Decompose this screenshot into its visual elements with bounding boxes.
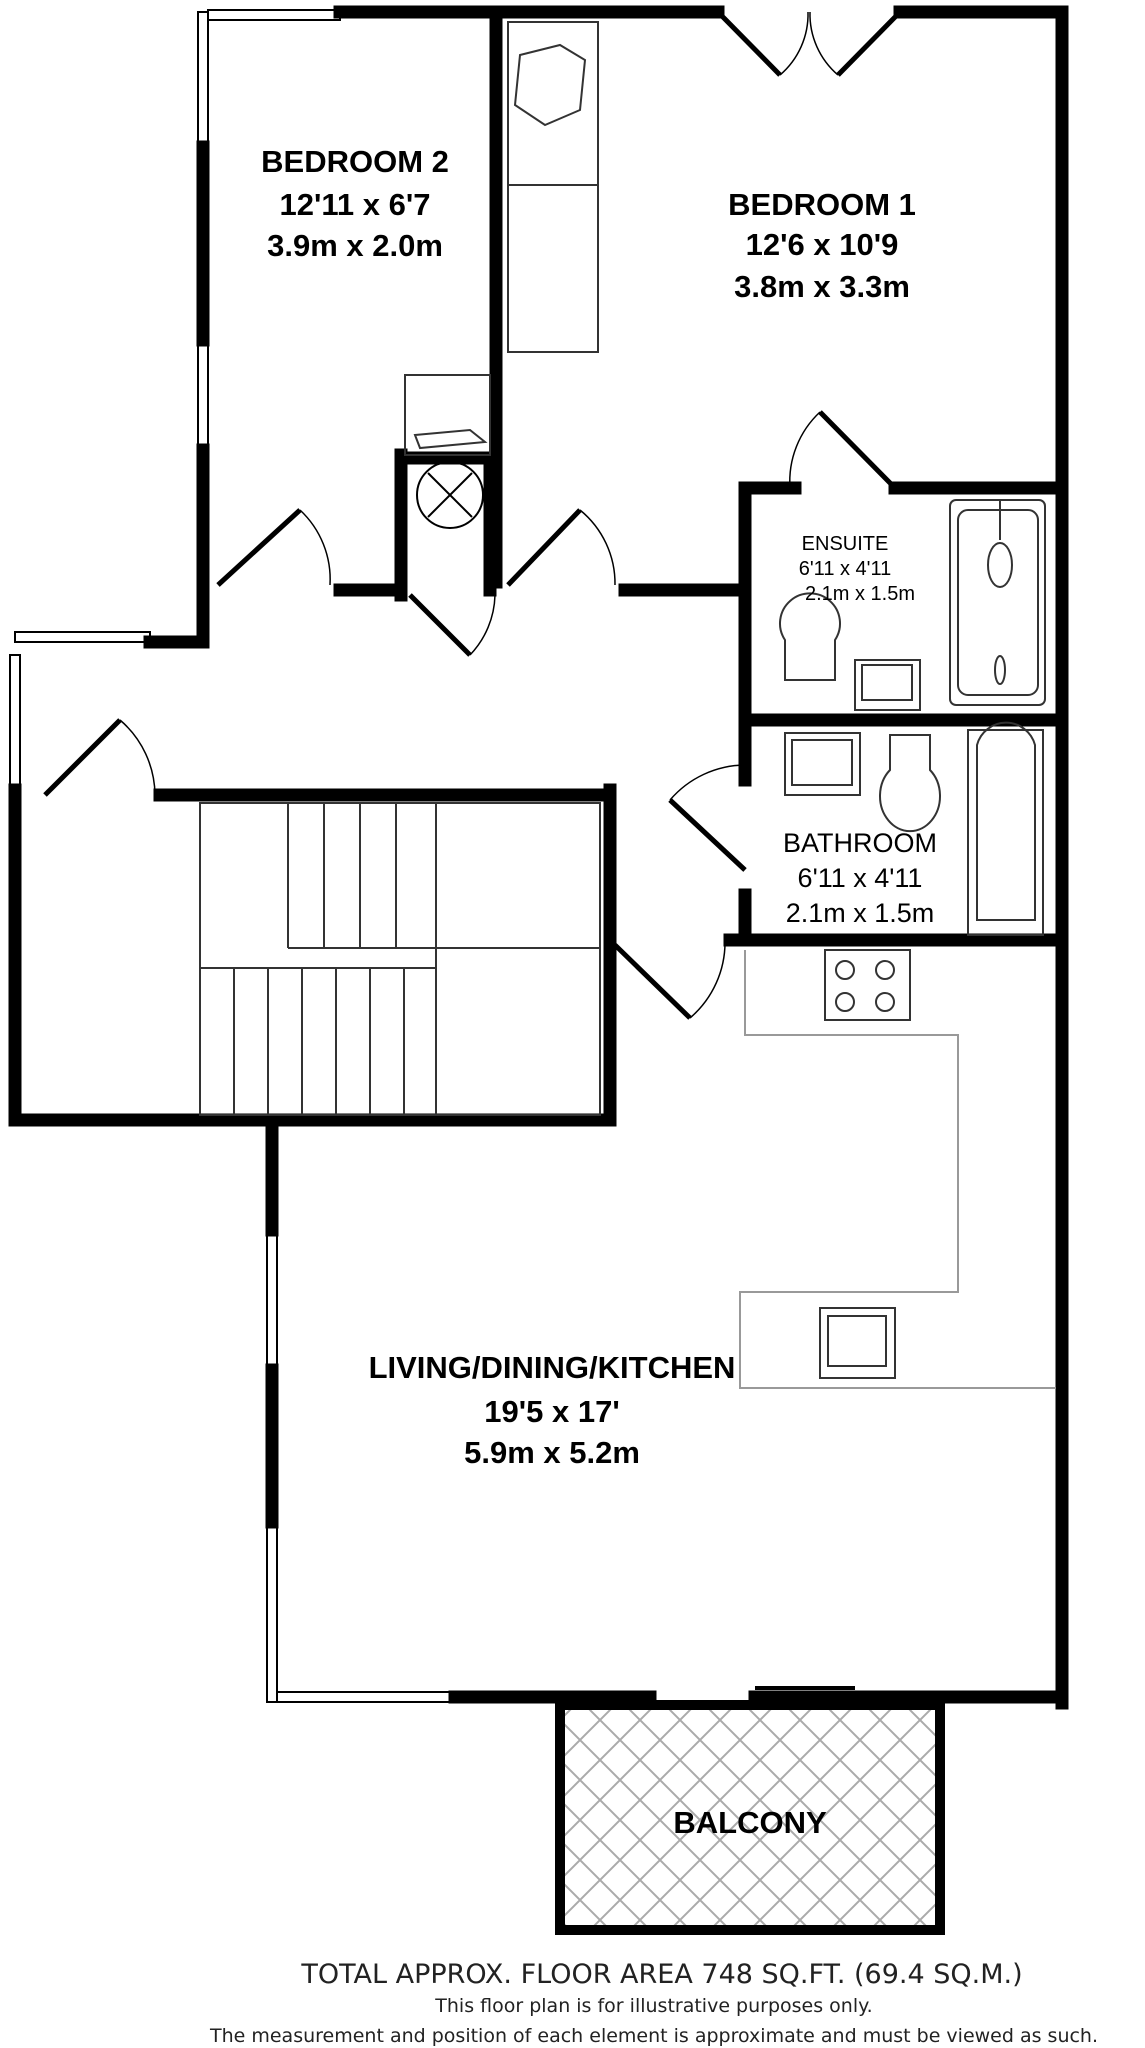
bedroom2-name: BEDROOM 2 xyxy=(261,144,449,179)
bedroom1-imperial: 12'6 x 10'9 xyxy=(746,227,899,262)
total-area: TOTAL APPROX. FLOOR AREA 748 SQ.FT. (69.… xyxy=(300,1959,1022,1990)
ensuite-fixtures xyxy=(779,499,1046,711)
bathroom-name: BATHROOM xyxy=(783,828,937,858)
windows xyxy=(9,9,456,1703)
ensuite-metric: 2.1m x 1.5m xyxy=(805,583,915,605)
ensuite-name: ENSUITE xyxy=(802,533,889,555)
stairs xyxy=(199,802,601,1116)
disclaimer-line-2: The measurement and position of each ele… xyxy=(209,2025,1098,2047)
hob-icon xyxy=(824,949,911,1021)
walls xyxy=(8,5,1069,1710)
bathroom-metric: 2.1m x 1.5m xyxy=(786,898,935,928)
living-name: LIVING/DINING/KITCHEN xyxy=(369,1350,736,1385)
bathroom-fixtures xyxy=(784,721,1044,936)
bedroom1-name: BEDROOM 1 xyxy=(728,187,916,222)
living-metric: 5.9m x 5.2m xyxy=(464,1435,640,1470)
disclaimer-line-1: This floor plan is for illustrative purp… xyxy=(434,1995,872,2017)
bedroom1-metric: 3.8m x 3.3m xyxy=(734,269,910,304)
ensuite-imperial: 6'11 x 4'11 xyxy=(799,558,892,580)
bedroom2-imperial: 12'11 x 6'7 xyxy=(280,187,431,222)
kitchen-units xyxy=(739,950,1056,1389)
balcony xyxy=(555,1700,945,1935)
bedroom2-metric: 3.9m x 2.0m xyxy=(267,228,443,263)
living-imperial: 19'5 x 17' xyxy=(484,1394,619,1429)
wardrobe xyxy=(404,21,599,529)
balcony-name: BALCONY xyxy=(673,1805,827,1840)
kitchen-sink-icon xyxy=(819,1307,896,1379)
bathroom-imperial: 6'11 x 4'11 xyxy=(798,863,923,893)
